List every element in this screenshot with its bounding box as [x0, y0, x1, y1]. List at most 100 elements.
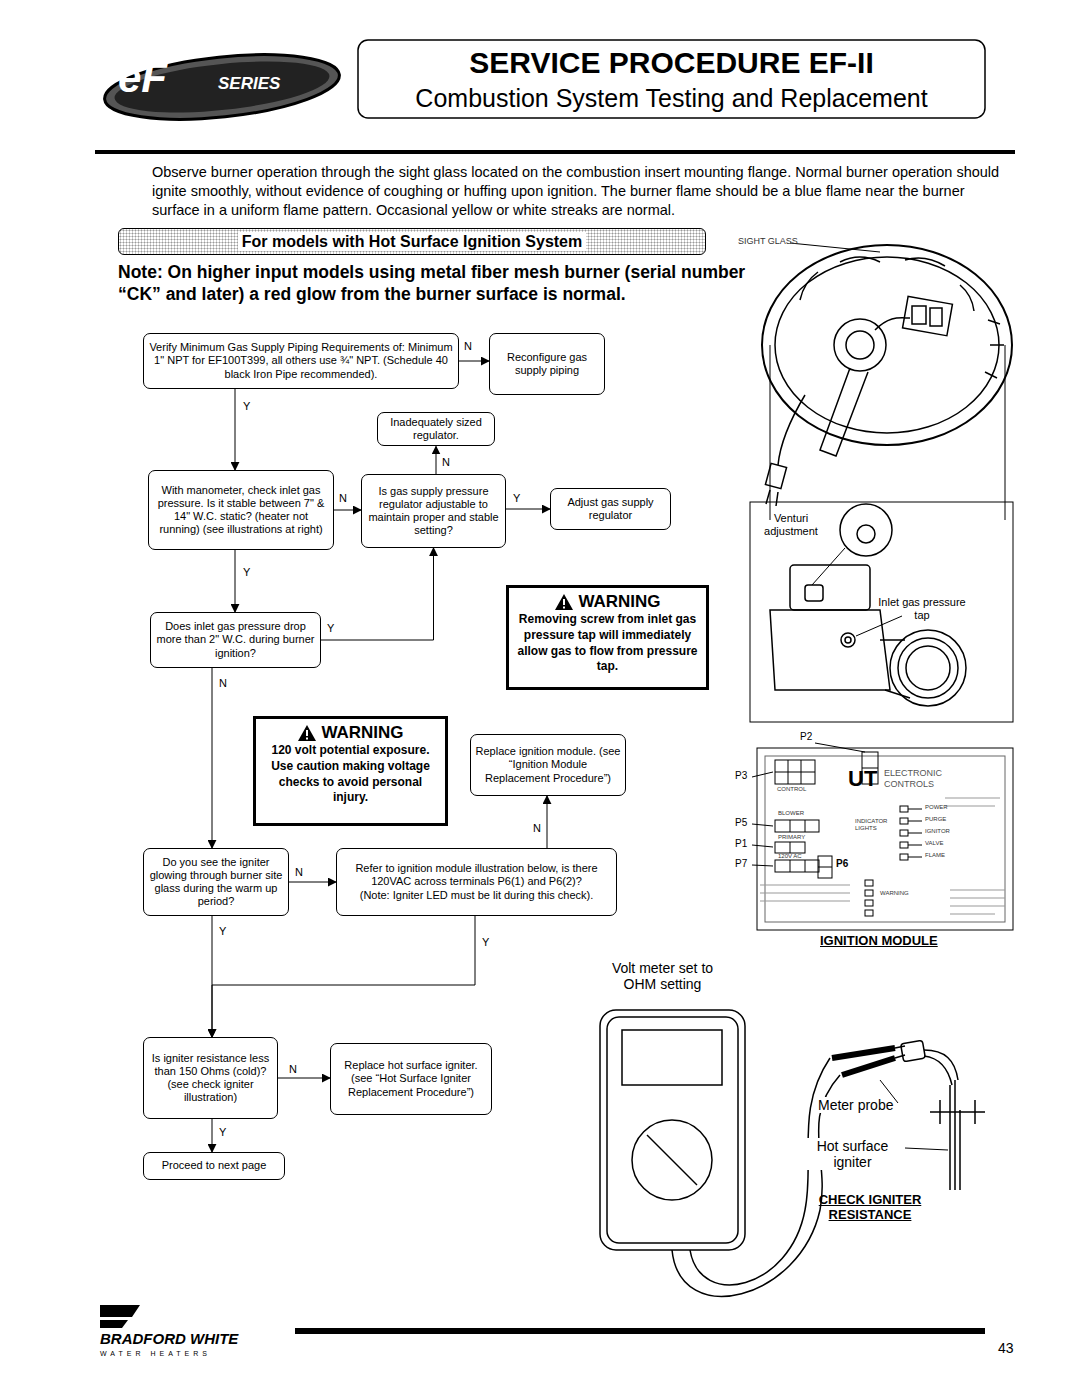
label-text: Hot surface igniter [800, 1138, 905, 1170]
footer-part [295, 1328, 985, 1334]
process-box: With manometer, check inlet gas pressure… [148, 470, 334, 550]
warning-heading: WARNING [262, 723, 439, 743]
ignition-module-board [752, 743, 1013, 930]
ignition-module-board-part [818, 867, 832, 868]
heater-top-view-part [846, 331, 874, 359]
flow-connector [235, 550, 236, 612]
gas-valve-illustration-part [898, 638, 958, 698]
node-text: Removing screw from inlet gas pressure t… [515, 612, 700, 674]
header-frame [95, 40, 1015, 154]
label-text: P3 [735, 770, 747, 782]
node-text: Verify Minimum Gas Supply Piping Require… [148, 341, 454, 381]
ohm-meter-illustration-part [632, 1120, 712, 1200]
gas-valve-illustration-part [790, 565, 870, 610]
gas-valve-illustration-part [812, 548, 845, 585]
footer-part [100, 1305, 140, 1328]
label-text: WARNING [880, 890, 909, 897]
header-frame-part [358, 40, 985, 118]
node-text: Inadequately sized regulator. [382, 416, 490, 442]
ohm-meter-illustration-part [672, 1075, 840, 1296]
node-text: Refer to ignition module illustration be… [341, 862, 612, 888]
label-text: CHECK IGNITER RESISTANCE [795, 1193, 945, 1223]
label-text: Volt meter set to OHM setting [600, 960, 725, 992]
label-text: UT [848, 766, 877, 791]
process-box: Verify Minimum Gas Supply Piping Require… [143, 333, 459, 389]
label-text: PRIMARY [778, 834, 805, 841]
edge-label: Y [481, 936, 490, 948]
ignition-module-board-part [900, 806, 908, 812]
heater-top-view-part [790, 243, 880, 252]
heater-top-view-part [778, 395, 805, 465]
flow-connector [278, 1078, 330, 1079]
heater-top-view-part [903, 296, 953, 335]
label-text: SERIES [218, 74, 280, 94]
process-box: Inadequately sized regulator. [377, 412, 495, 446]
process-box: Do you see the igniter glowing through b… [143, 848, 289, 916]
ohm-meter-illustration-part [832, 1048, 895, 1075]
edge-label: N [288, 1063, 298, 1075]
label-text: P1 [735, 838, 747, 850]
flow-connector [212, 916, 475, 1037]
label-text: ELECTRONIC [884, 768, 942, 778]
label-text: VALVE [925, 840, 943, 847]
ignition-module-board-part [790, 842, 791, 853]
flow-connector [212, 668, 213, 848]
ohm-meter-illustration-part [690, 1058, 830, 1285]
ignition-module-board-part [865, 890, 873, 896]
ignition-module-board-part [900, 830, 908, 836]
ohm-meter-illustration-part [901, 1040, 926, 1062]
ignition-module-board-part [775, 820, 819, 832]
ignition-module-board-part [760, 885, 850, 901]
ignition-module-board-part [765, 756, 1005, 922]
warning-title: WARNING [321, 723, 403, 743]
warning-triangle [555, 594, 573, 610]
label-text: PURGE [925, 816, 946, 823]
header-frame-part [95, 150, 1015, 154]
section-band: For models with Hot Surface Ignition Sys… [118, 228, 706, 255]
label-text: BRADFORD WHITE [100, 1330, 238, 1347]
flow-connector [235, 389, 236, 470]
ignition-module-board-part [818, 856, 832, 878]
ohm-meter-illustration-part [950, 1080, 960, 1190]
heater-top-view-part [775, 257, 999, 433]
ohm-meter-illustration-part [924, 1050, 958, 1085]
ignition-module-board-part [775, 842, 805, 853]
series-logo-part [112, 53, 332, 121]
edge-label: N [532, 822, 542, 834]
warning-heading: WARNING [515, 592, 700, 612]
node-text: Reconfigure gas supply piping [494, 351, 600, 377]
ohm-meter-illustration [600, 1010, 985, 1296]
edge-label: Y [218, 1126, 227, 1138]
ignition-module-board-part [865, 880, 873, 886]
ignition-module-board-part [900, 854, 908, 860]
ignition-module-board-part [775, 760, 815, 784]
label-text: P2 [800, 731, 812, 743]
ignition-module-board-part [865, 900, 873, 906]
edge-label: Y [326, 622, 335, 634]
node-text: Replace hot surface igniter. (see “Hot S… [335, 1059, 487, 1099]
label-text: eF [118, 54, 167, 102]
series-logo-part [102, 45, 343, 129]
label-text: IGNITOR [925, 828, 950, 835]
ignition-module-board-part [757, 748, 1013, 930]
label-text: WATER HEATERS [100, 1350, 211, 1358]
label-text: CONTROL [777, 786, 806, 793]
heater-top-view-part [912, 306, 926, 324]
heater-top-view-part [766, 490, 778, 506]
edge-label: N [294, 866, 304, 878]
warning-triangle [298, 725, 316, 741]
label-text: Combustion System Testing and Replacemen… [360, 84, 983, 113]
node-text: Replace ignition module. (see “Ignition … [475, 745, 621, 785]
heater-top-view-part [765, 463, 786, 488]
gas-valve-illustration-part [770, 610, 890, 690]
node-text: Proceed to next page [148, 1159, 280, 1172]
process-box: Adjust gas supply regulator [550, 488, 671, 530]
gas-valve-illustration-part [840, 504, 892, 556]
node-text: (Note: Igniter LED must be lit during th… [341, 889, 612, 902]
flow-connector [334, 510, 361, 511]
ohm-meter-illustration-part [607, 1017, 738, 1243]
node-text: Is igniter resistance less than 150 Ohms… [148, 1052, 273, 1105]
gas-valve-illustration-part [856, 616, 902, 636]
node-text: Is gas supply pressure regulator adjusta… [366, 485, 501, 538]
label-text: INDICATOR LIGHTS [855, 818, 897, 832]
